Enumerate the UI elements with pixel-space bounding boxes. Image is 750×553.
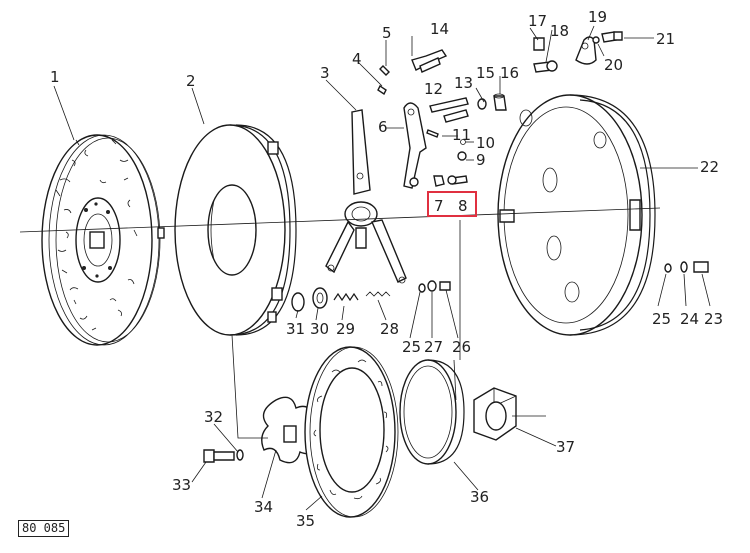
label-part-2: 2	[186, 72, 196, 90]
part-16-bushing	[493, 93, 507, 111]
label-part-32: 32	[204, 408, 223, 426]
label-part-27: 27	[424, 338, 443, 356]
part-12-bracket	[429, 97, 469, 113]
label-part-36: 36	[470, 488, 489, 506]
part-4-pin	[377, 84, 387, 96]
label-part-16: 16	[500, 64, 519, 82]
part-29-spring	[333, 292, 359, 302]
part-2-pressure-plate	[174, 124, 297, 336]
label-part-25-right: 25	[652, 310, 671, 328]
part-36-ring	[399, 359, 465, 465]
part-17-nut	[533, 37, 545, 51]
label-part-10: 10	[476, 134, 495, 152]
part-6-link-arm	[403, 102, 427, 189]
label-part-11: 11	[452, 126, 471, 144]
part-32-washer	[236, 449, 244, 461]
label-part-20: 20	[604, 56, 623, 74]
part-13-bracket	[443, 109, 469, 123]
part-9-nut	[457, 151, 467, 161]
highlight-box	[427, 191, 477, 217]
part-18-bolt	[533, 60, 558, 73]
part-23-bolt	[693, 261, 709, 273]
part-3-release-lever	[325, 109, 407, 284]
part-25-washer-right	[664, 263, 672, 273]
label-part-18: 18	[550, 22, 569, 40]
label-part-23: 23	[704, 310, 723, 328]
label-part-37: 37	[556, 438, 575, 456]
label-part-12: 12	[424, 80, 443, 98]
part-30-bushing	[312, 287, 328, 309]
part-24-washer	[680, 261, 688, 273]
label-part-8: 8	[458, 197, 468, 215]
label-part-26: 26	[452, 338, 471, 356]
part-22-clutch-cover	[497, 94, 656, 336]
part-26-bolt	[439, 281, 451, 291]
part-34-splined-hub	[261, 396, 319, 464]
part-1-flywheel	[41, 134, 165, 346]
part-33-bolt	[203, 449, 235, 463]
label-part-19: 19	[588, 8, 607, 26]
part-25-washer-center	[418, 283, 426, 293]
label-part-1: 1	[50, 68, 60, 86]
part-28-spring	[365, 291, 391, 297]
part-37-release-bearing	[473, 387, 517, 441]
label-part-17: 17	[528, 12, 547, 30]
label-part-28: 28	[380, 320, 399, 338]
label-part-25-center: 25	[402, 338, 421, 356]
part-14-bracket	[411, 49, 448, 73]
label-part-5: 5	[382, 24, 392, 42]
label-part-6: 6	[378, 118, 388, 136]
label-part-35: 35	[296, 512, 315, 530]
part-5-pin	[379, 65, 390, 76]
label-part-29: 29	[336, 320, 355, 338]
label-part-34: 34	[254, 498, 273, 516]
label-part-21: 21	[656, 30, 675, 48]
label-part-4: 4	[352, 50, 362, 68]
part-35-friction-disc	[304, 346, 399, 518]
part-15-washer	[477, 98, 487, 110]
label-part-7: 7	[434, 197, 444, 215]
label-part-13: 13	[454, 74, 473, 92]
part-8-bolt	[447, 175, 468, 185]
label-part-30: 30	[310, 320, 329, 338]
part-31-ring	[291, 292, 305, 312]
label-part-24: 24	[680, 310, 699, 328]
label-part-14: 14	[430, 20, 449, 38]
label-part-22: 22	[700, 158, 719, 176]
label-part-33: 33	[172, 476, 191, 494]
part-27-nut	[427, 280, 437, 292]
part-11-pin	[426, 129, 439, 138]
part-labels: 1 2 3 4 5 6 7 8 9 10 11 12 13 14 15 16 1…	[50, 8, 723, 530]
part-20-washer	[592, 36, 600, 44]
part-10-washer	[460, 139, 466, 145]
label-part-9: 9	[476, 151, 486, 169]
label-part-15: 15	[476, 64, 495, 82]
reference-code-box: 80 085	[18, 520, 70, 537]
part-21-bolt	[601, 31, 623, 43]
part-7-nut	[433, 175, 445, 187]
label-part-3: 3	[320, 64, 330, 82]
label-part-31: 31	[286, 320, 305, 338]
leader-lines	[19, 25, 711, 511]
